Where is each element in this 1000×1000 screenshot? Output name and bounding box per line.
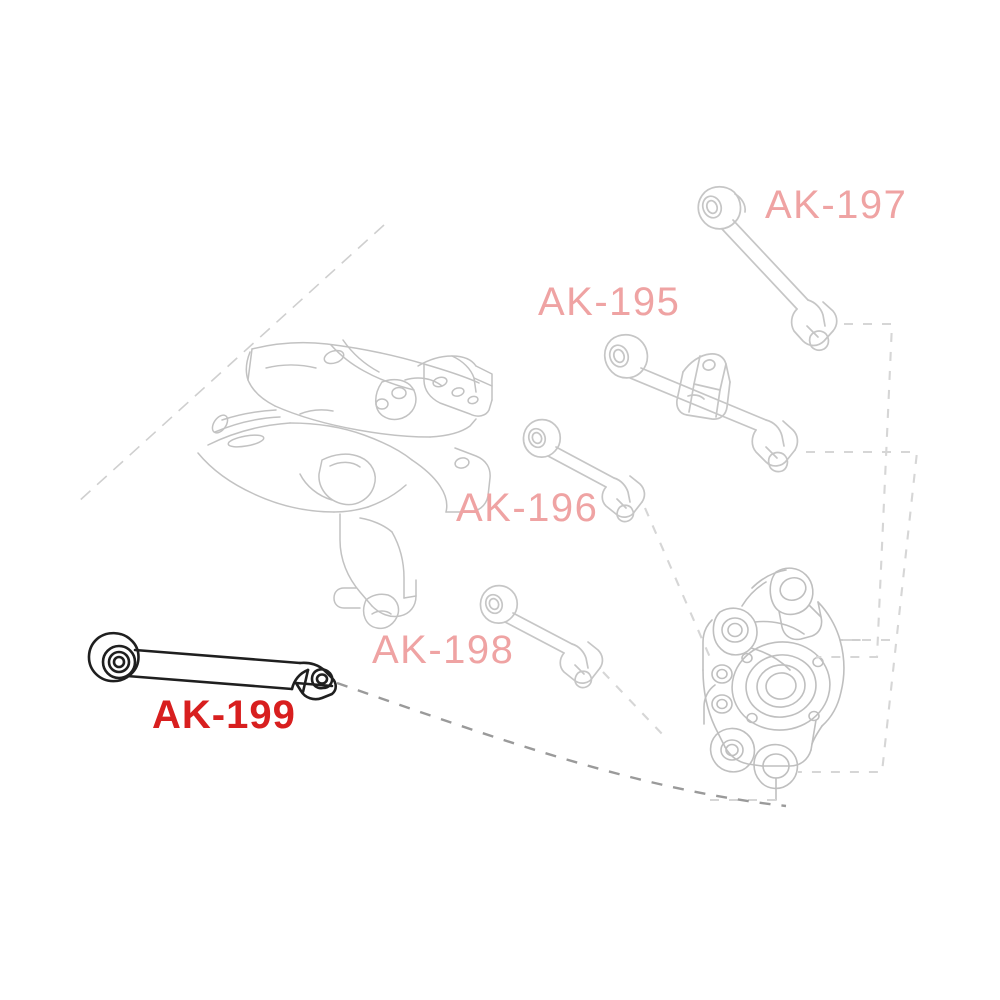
- leader-ak199: [336, 681, 787, 808]
- leader-ak195: [798, 450, 919, 774]
- construction-cut-line: [77, 224, 385, 503]
- part-label-ak196: AK-196: [456, 486, 599, 530]
- leader-ak196: [644, 507, 713, 663]
- part-label-ak198: AK-198: [372, 628, 515, 672]
- part-ak199-lateral-link: [87, 631, 338, 701]
- part-label-ak197: AK-197: [765, 183, 908, 227]
- rear-knuckle: [702, 567, 861, 801]
- leader-lines-dim: [602, 322, 919, 802]
- leader-ak197: [816, 322, 894, 659]
- part-ak198-camber-arm: [479, 584, 604, 689]
- part-label-ak199: AK-199: [152, 693, 296, 737]
- part-label-ak195: AK-195: [538, 280, 681, 324]
- part-ak197-toe-link: [697, 185, 838, 352]
- part-ak196-camber-arm: [522, 418, 646, 523]
- part-ak195-trailing-arm: [603, 333, 799, 473]
- leader-ak198: [602, 671, 665, 737]
- rear-subframe: [197, 339, 493, 630]
- leader-lines-highlight: [336, 681, 787, 808]
